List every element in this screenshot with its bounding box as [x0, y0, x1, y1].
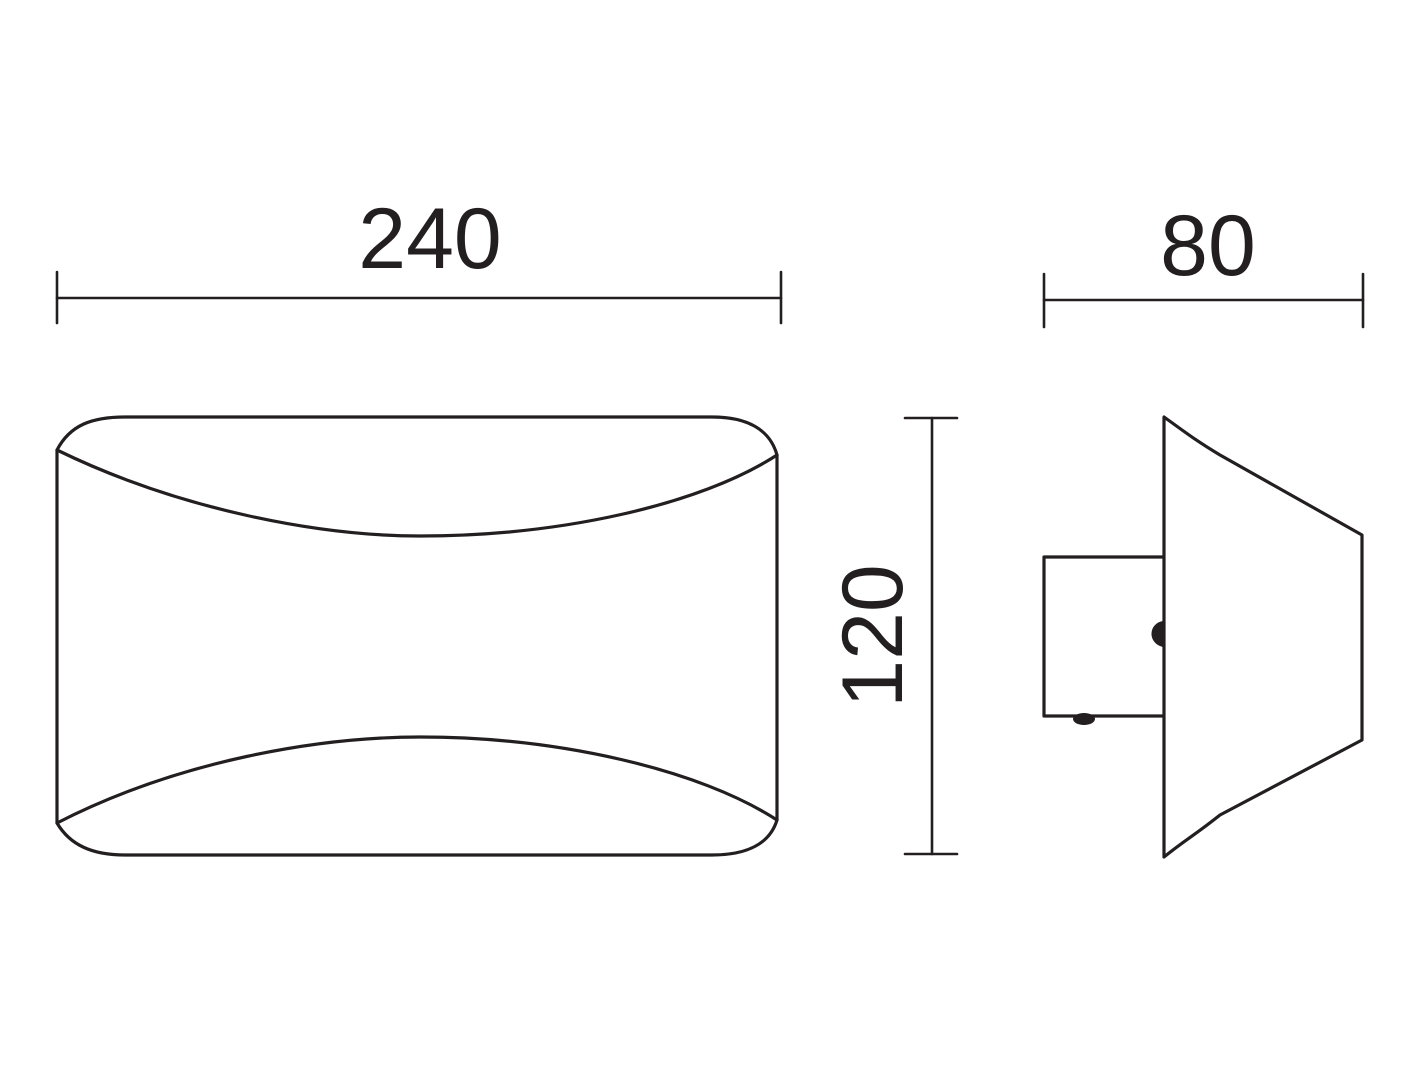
side-view-wall-bracket [1042, 555, 1165, 718]
side-view-bottom-screw [1073, 713, 1095, 725]
side-view-screw-knob [1151, 620, 1164, 648]
height-dimension: 120 [825, 416, 959, 856]
height-dimension-label: 120 [825, 564, 921, 708]
front-view-bottom-curve [55, 735, 779, 825]
front-view-top-curve [55, 448, 779, 538]
depth-dimension-label: 80 [1160, 198, 1256, 294]
depth-dimension: 80 [1042, 198, 1365, 329]
side-view-shade [1162, 415, 1364, 859]
side-view [1042, 415, 1364, 859]
front-view-outline [55, 415, 779, 857]
width-dimension-label: 240 [358, 191, 502, 287]
front-view [55, 415, 779, 857]
width-dimension: 240 [55, 191, 783, 325]
